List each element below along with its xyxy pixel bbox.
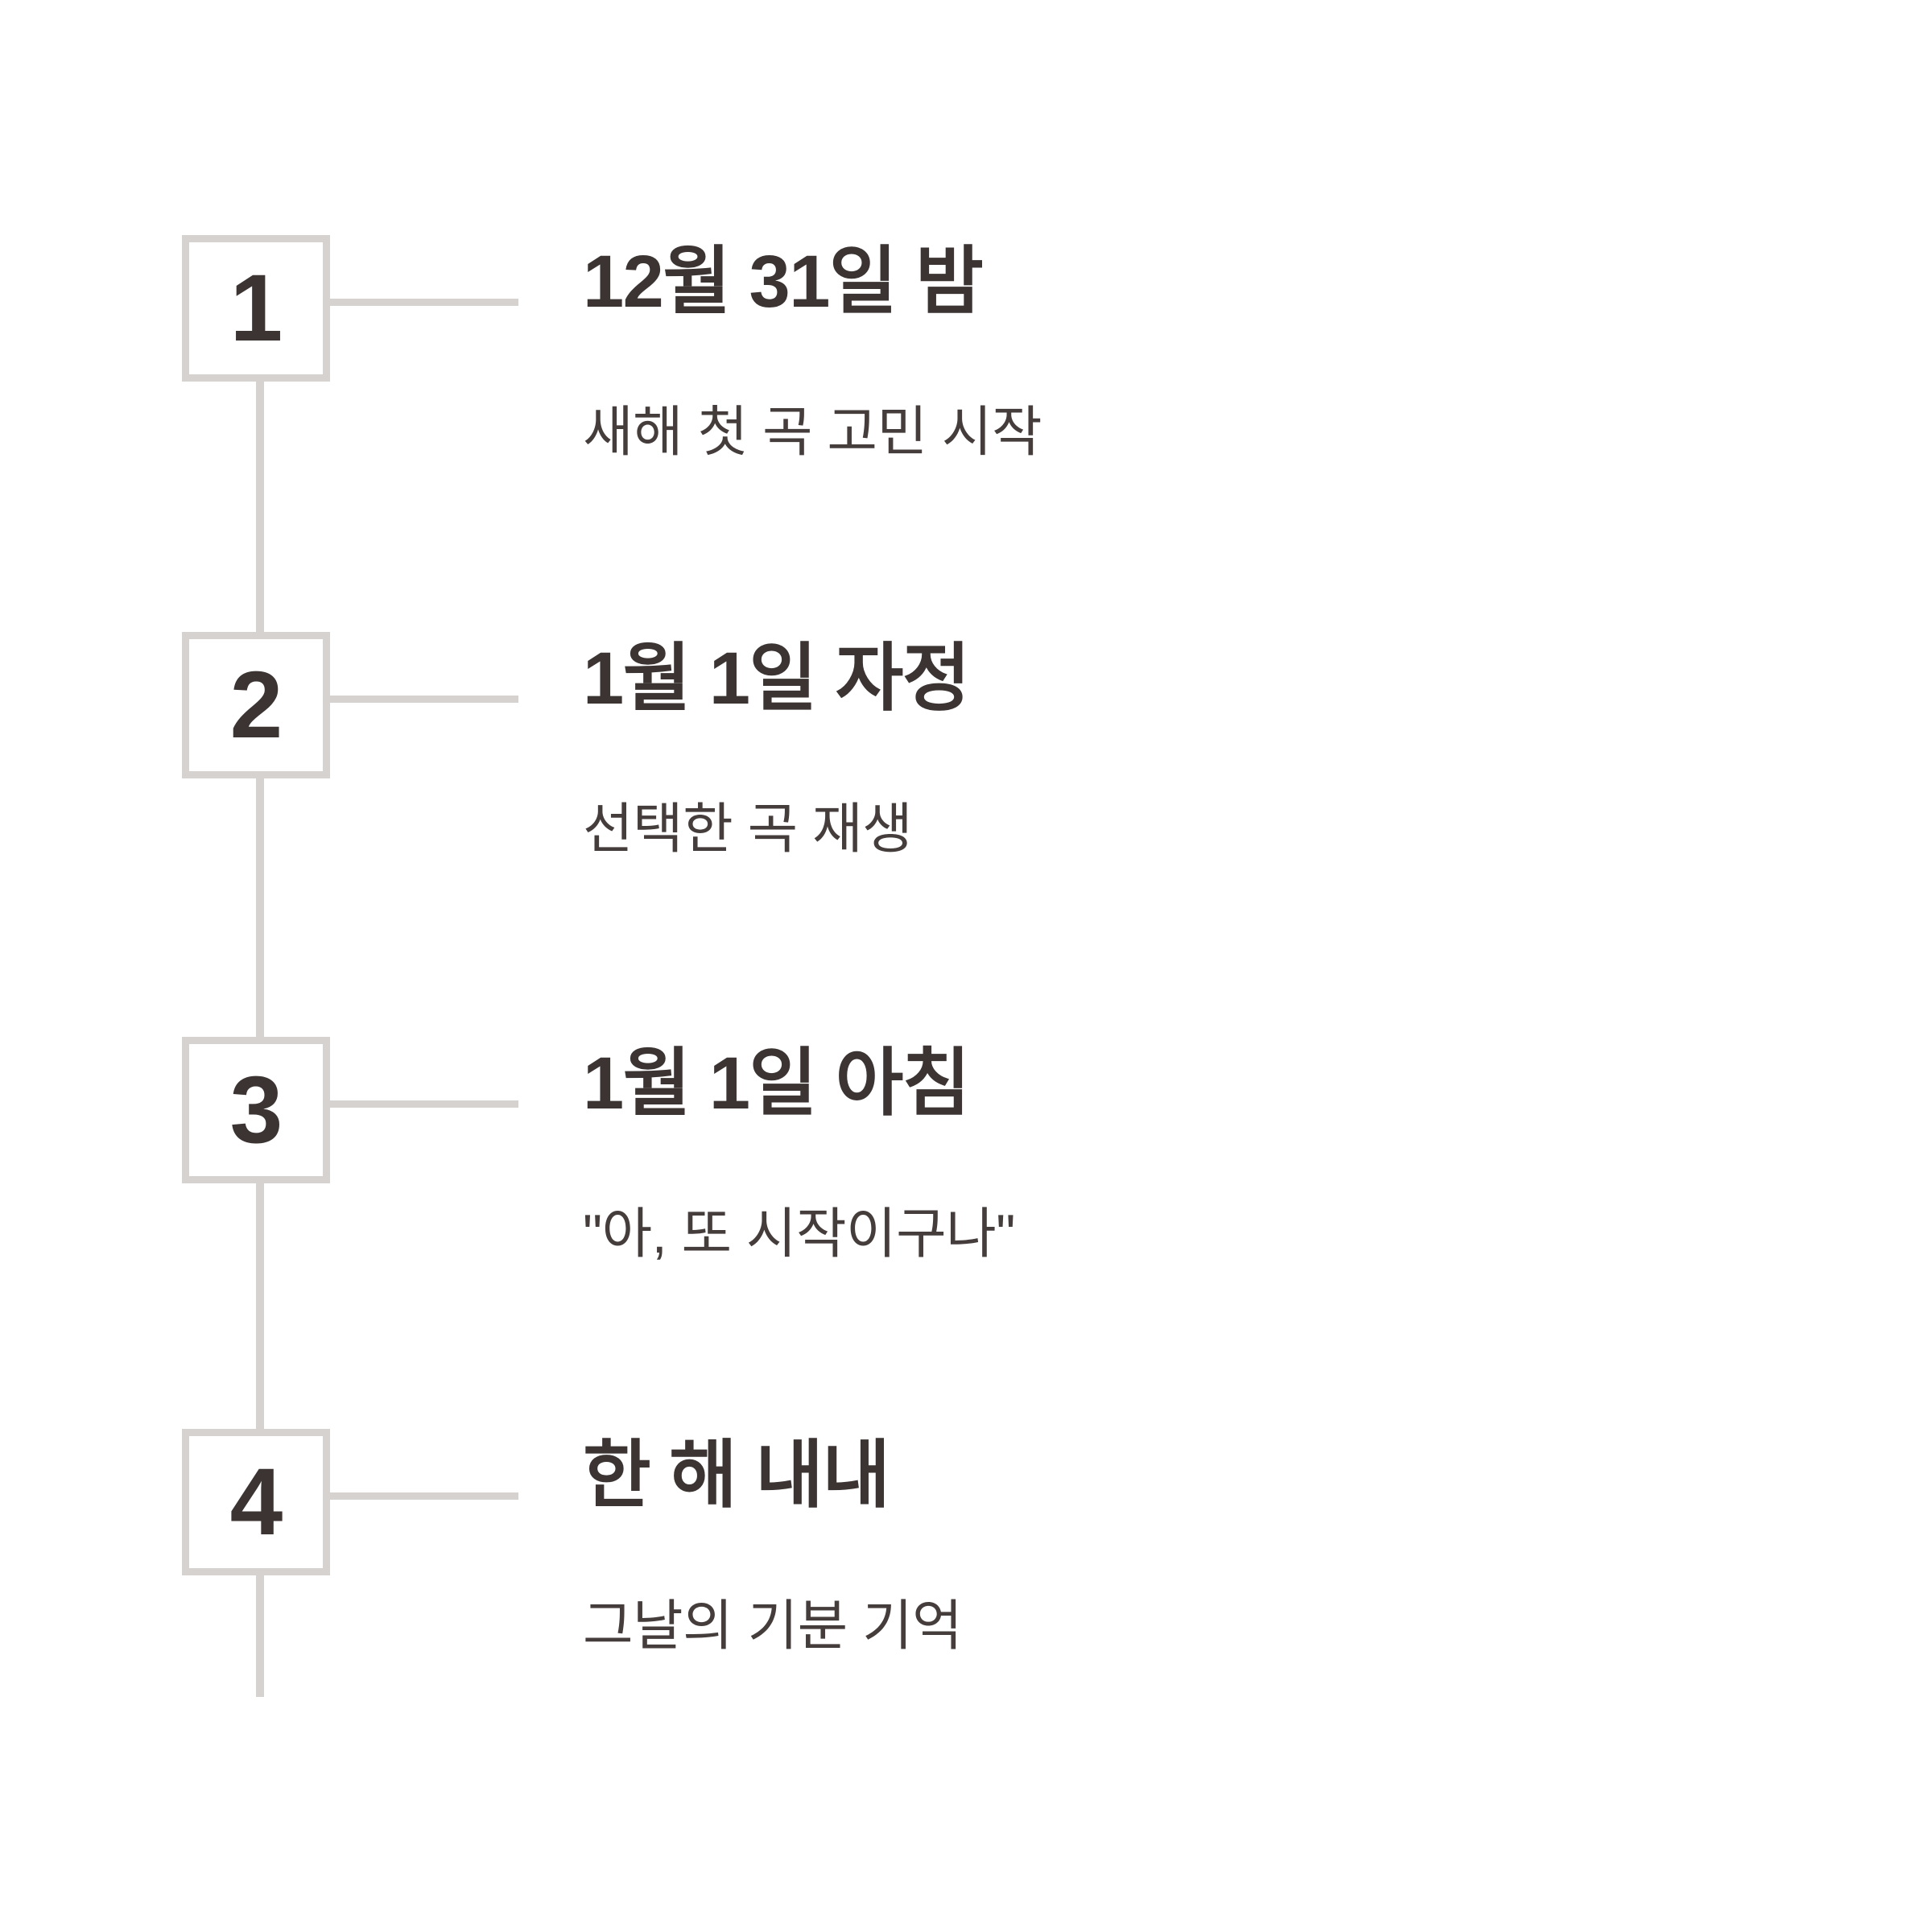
step-title-1: 12월 31일 밤 xyxy=(583,241,984,323)
step-marker-box-3[interactable]: 3 xyxy=(182,1037,330,1183)
step-marker-box-4[interactable]: 4 xyxy=(182,1429,330,1575)
step-title-4: 한 해 내내 xyxy=(583,1435,890,1517)
step-subtitle-3: "아, 또 시작이구나" xyxy=(583,1203,1015,1265)
step-connector-4 xyxy=(324,1492,518,1500)
step-connector-3 xyxy=(324,1100,518,1108)
step-connector-1 xyxy=(324,299,518,306)
step-title-3: 1월 1일 아침 xyxy=(583,1042,971,1125)
step-connector-2 xyxy=(324,696,518,703)
step-number-2: 2 xyxy=(229,652,283,758)
timeline-spine xyxy=(256,235,264,1697)
step-number-3: 3 xyxy=(229,1057,283,1163)
step-marker-box-2[interactable]: 2 xyxy=(182,632,330,778)
step-number-1: 1 xyxy=(229,255,283,361)
step-subtitle-1: 새해 첫 곡 고민 시작 xyxy=(583,402,1042,463)
step-marker-box-1[interactable]: 1 xyxy=(182,235,330,382)
step-subtitle-4: 그날의 기분 기억 xyxy=(583,1596,963,1657)
step-subtitle-2: 선택한 곡 재생 xyxy=(583,799,913,860)
step-title-2: 1월 1일 자정 xyxy=(583,638,971,720)
step-number-4: 4 xyxy=(229,1449,283,1555)
